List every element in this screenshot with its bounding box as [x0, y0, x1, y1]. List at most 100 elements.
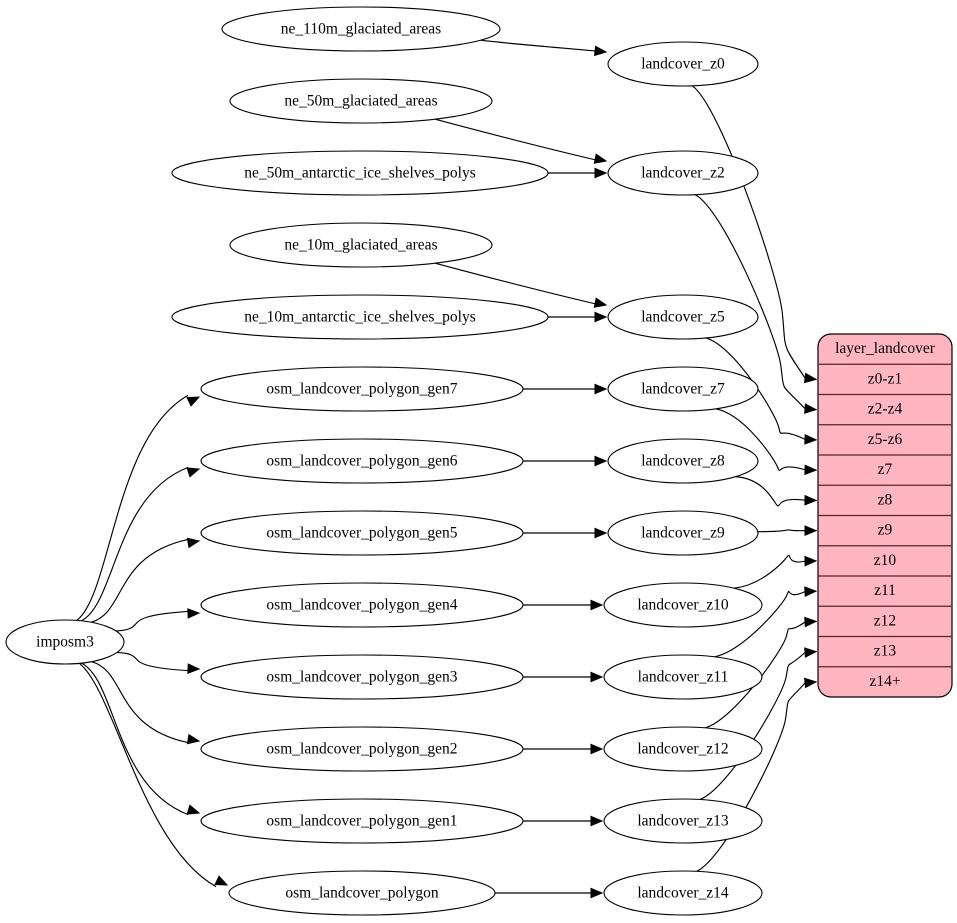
node-osm_landcover_polygon_gen3[interactable]: osm_landcover_polygon_gen3 [200, 654, 524, 700]
node-osm_landcover_polygon_gen6[interactable]: osm_landcover_polygon_gen6 [200, 438, 524, 484]
node-label-osm_landcover_polygon_gen6: osm_landcover_polygon_gen6 [266, 453, 457, 470]
node-landcover_z12[interactable]: landcover_z12 [603, 726, 763, 772]
edge-ne_50m_glaciated_areas-to-landcover_z2-arrowhead [593, 153, 608, 164]
node-landcover_z7[interactable]: landcover_z7 [607, 366, 759, 412]
edge-landcover_z7-to-z7-arrowhead [804, 464, 818, 476]
node-landcover_z11[interactable]: landcover_z11 [603, 654, 763, 700]
record-row-z13[interactable]: z13 [874, 643, 897, 660]
node-shape-landcover_z8 [607, 438, 759, 484]
node-ne_50m_antarctic_ice_shelves_polys[interactable]: ne_50m_antarctic_ice_shelves_polys [171, 150, 549, 196]
edge-landcover_z8-to-z8 [735, 476, 807, 507]
edge-imposm3-to-osm_landcover_polygon_gen3 [116, 651, 189, 672]
record-row-z8[interactable]: z8 [878, 491, 893, 508]
node-landcover_z5[interactable]: landcover_z5 [607, 294, 759, 340]
node-osm_landcover_polygon_gen5[interactable]: osm_landcover_polygon_gen5 [200, 510, 524, 556]
node-ne_110m_glaciated_areas[interactable]: ne_110m_glaciated_areas [221, 6, 501, 52]
node-label-imposm3: imposm3 [36, 634, 94, 651]
node-osm_landcover_polygon_gen2[interactable]: osm_landcover_polygon_gen2 [200, 726, 524, 772]
edge-imposm3-to-osm_landcover_polygon_gen6 [81, 466, 189, 622]
node-landcover_z9[interactable]: landcover_z9 [607, 510, 759, 556]
node-shape-osm_landcover_polygon_gen5 [200, 510, 524, 556]
node-label-ne_50m_antarctic_ice_shelves_polys: ne_50m_antarctic_ice_shelves_polys [244, 165, 476, 182]
record-row-z12[interactable]: z12 [874, 612, 896, 629]
node-label-osm_landcover_polygon_gen2: osm_landcover_polygon_gen2 [266, 741, 457, 758]
edge-ne_50m_glaciated_areas-to-landcover_z2 [434, 118, 597, 161]
record-row-z10[interactable]: z10 [874, 552, 897, 569]
node-label-landcover_z12: landcover_z12 [637, 741, 728, 758]
node-label-landcover_z14: landcover_z14 [637, 885, 728, 902]
node-landcover_z14[interactable]: landcover_z14 [603, 870, 763, 916]
node-osm_landcover_polygon_gen1[interactable]: osm_landcover_polygon_gen1 [200, 798, 524, 844]
edge-landcover_z8-to-z8-arrowhead [804, 494, 818, 506]
node-label-landcover_z0: landcover_z0 [641, 56, 725, 73]
node-label-osm_landcover_polygon_gen1: osm_landcover_polygon_gen1 [266, 813, 457, 830]
record-row-z9[interactable]: z9 [878, 522, 893, 539]
record-row-z14+[interactable]: z14+ [869, 673, 900, 690]
record-row-z0-z1[interactable]: z0-z1 [868, 370, 902, 387]
edge-osm_landcover_polygon_gen4-to-landcover_z10-arrowhead [590, 599, 604, 611]
node-osm_landcover_polygon_gen7[interactable]: osm_landcover_polygon_gen7 [200, 366, 524, 412]
node-shape-osm_landcover_polygon_gen1 [200, 798, 524, 844]
node-osm_landcover_polygon_gen4[interactable]: osm_landcover_polygon_gen4 [200, 582, 524, 628]
node-label-ne_110m_glaciated_areas: ne_110m_glaciated_areas [281, 21, 441, 38]
node-shape-landcover_z2 [607, 150, 759, 196]
edge-landcover_z11-to-z11 [714, 590, 807, 658]
edge-landcover_z7-to-z7 [715, 408, 807, 472]
edge-ne_10m_antarctic_ice_shelves_polys-to-landcover_z5-arrowhead [594, 311, 608, 323]
node-shape-landcover_z7 [607, 366, 759, 412]
node-landcover_z10[interactable]: landcover_z10 [603, 582, 763, 628]
edge-landcover_z12-to-z12 [704, 620, 807, 729]
edge-landcover_z14-to-z14+ [696, 681, 807, 872]
edge-landcover_z10-to-z10-arrowhead [804, 555, 818, 567]
node-landcover_z13[interactable]: landcover_z13 [603, 798, 763, 844]
node-shape-landcover_z9 [607, 510, 759, 556]
node-imposm3[interactable]: imposm3 [5, 619, 125, 665]
node-label-landcover_z7: landcover_z7 [641, 381, 725, 398]
node-osm_landcover_polygon[interactable]: osm_landcover_polygon [228, 870, 496, 916]
edge-osm_landcover_polygon_gen7-to-landcover_z7-arrowhead [594, 383, 608, 395]
record-row-z2-z4[interactable]: z2-z4 [868, 401, 903, 418]
node-ne_10m_antarctic_ice_shelves_polys[interactable]: ne_10m_antarctic_ice_shelves_polys [171, 294, 549, 340]
edge-landcover_z0-to-z0-z1-arrowhead [803, 372, 818, 384]
node-label-osm_landcover_polygon_gen3: osm_landcover_polygon_gen3 [266, 669, 457, 686]
node-shape-landcover_z12 [603, 726, 763, 772]
edge-osm_landcover_polygon_gen5-to-landcover_z9-arrowhead [594, 527, 608, 539]
node-label-ne_50m_glaciated_areas: ne_50m_glaciated_areas [284, 93, 437, 110]
record-row-z5-z6[interactable]: z5-z6 [868, 431, 903, 448]
node-shape-osm_landcover_polygon_gen6 [200, 438, 524, 484]
edge-imposm3-to-osm_landcover_polygon_gen5-arrowhead [186, 537, 201, 549]
node-ne_10m_glaciated_areas[interactable]: ne_10m_glaciated_areas [229, 222, 493, 268]
edge-landcover_z12-to-z12-arrowhead [804, 616, 818, 628]
node-landcover_z8[interactable]: landcover_z8 [607, 438, 759, 484]
edge-imposm3-to-osm_landcover_polygon_gen4-arrowhead [187, 608, 201, 619]
edge-imposm3-to-osm_landcover_polygon_gen7 [76, 394, 189, 621]
edge-landcover_z9-to-z9 [757, 529, 807, 533]
node-shape-imposm3 [5, 619, 125, 665]
record-row-z7[interactable]: z7 [878, 461, 893, 478]
edge-landcover_z13-to-z13-arrowhead [804, 647, 818, 658]
edge-landcover_z9-to-z9-arrowhead [804, 525, 818, 536]
record-node-layer-landcover[interactable]: layer_landcoverz0-z1z2-z4z5-z6z7z8z9z10z… [817, 333, 953, 698]
edge-osm_landcover_polygon_gen2-to-landcover_z12-arrowhead [590, 743, 604, 755]
edge-ne_110m_glaciated_areas-to-landcover_z0-arrowhead [594, 45, 608, 57]
node-shape-ne_50m_glaciated_areas [229, 78, 493, 124]
edge-osm_landcover_polygon-to-landcover_z14-arrowhead [590, 887, 604, 899]
node-label-landcover_z13: landcover_z13 [637, 813, 728, 830]
record-row-z11[interactable]: z11 [874, 582, 896, 599]
node-label-ne_10m_antarctic_ice_shelves_polys: ne_10m_antarctic_ice_shelves_polys [244, 309, 476, 326]
node-shape-ne_110m_glaciated_areas [221, 6, 501, 52]
edge-imposm3-to-osm_landcover_polygon_gen1-arrowhead [186, 804, 201, 815]
edge-osm_landcover_polygon_gen6-to-landcover_z8-arrowhead [594, 455, 608, 467]
node-landcover_z0[interactable]: landcover_z0 [607, 41, 759, 87]
node-shape-landcover_z5 [607, 294, 759, 340]
node-ne_50m_glaciated_areas[interactable]: ne_50m_glaciated_areas [229, 78, 493, 124]
edge-imposm3-to-osm_landcover_polygon_gen4 [115, 610, 189, 632]
edge-imposm3-to-osm_landcover_polygon_gen2 [91, 661, 189, 744]
node-landcover_z2[interactable]: landcover_z2 [607, 150, 759, 196]
node-label-landcover_z5: landcover_z5 [641, 309, 725, 326]
node-shape-osm_landcover_polygon_gen7 [200, 366, 524, 412]
edge-osm_landcover_polygon_gen3-to-landcover_z11-arrowhead [590, 671, 604, 683]
node-label-landcover_z11: landcover_z11 [638, 669, 729, 686]
